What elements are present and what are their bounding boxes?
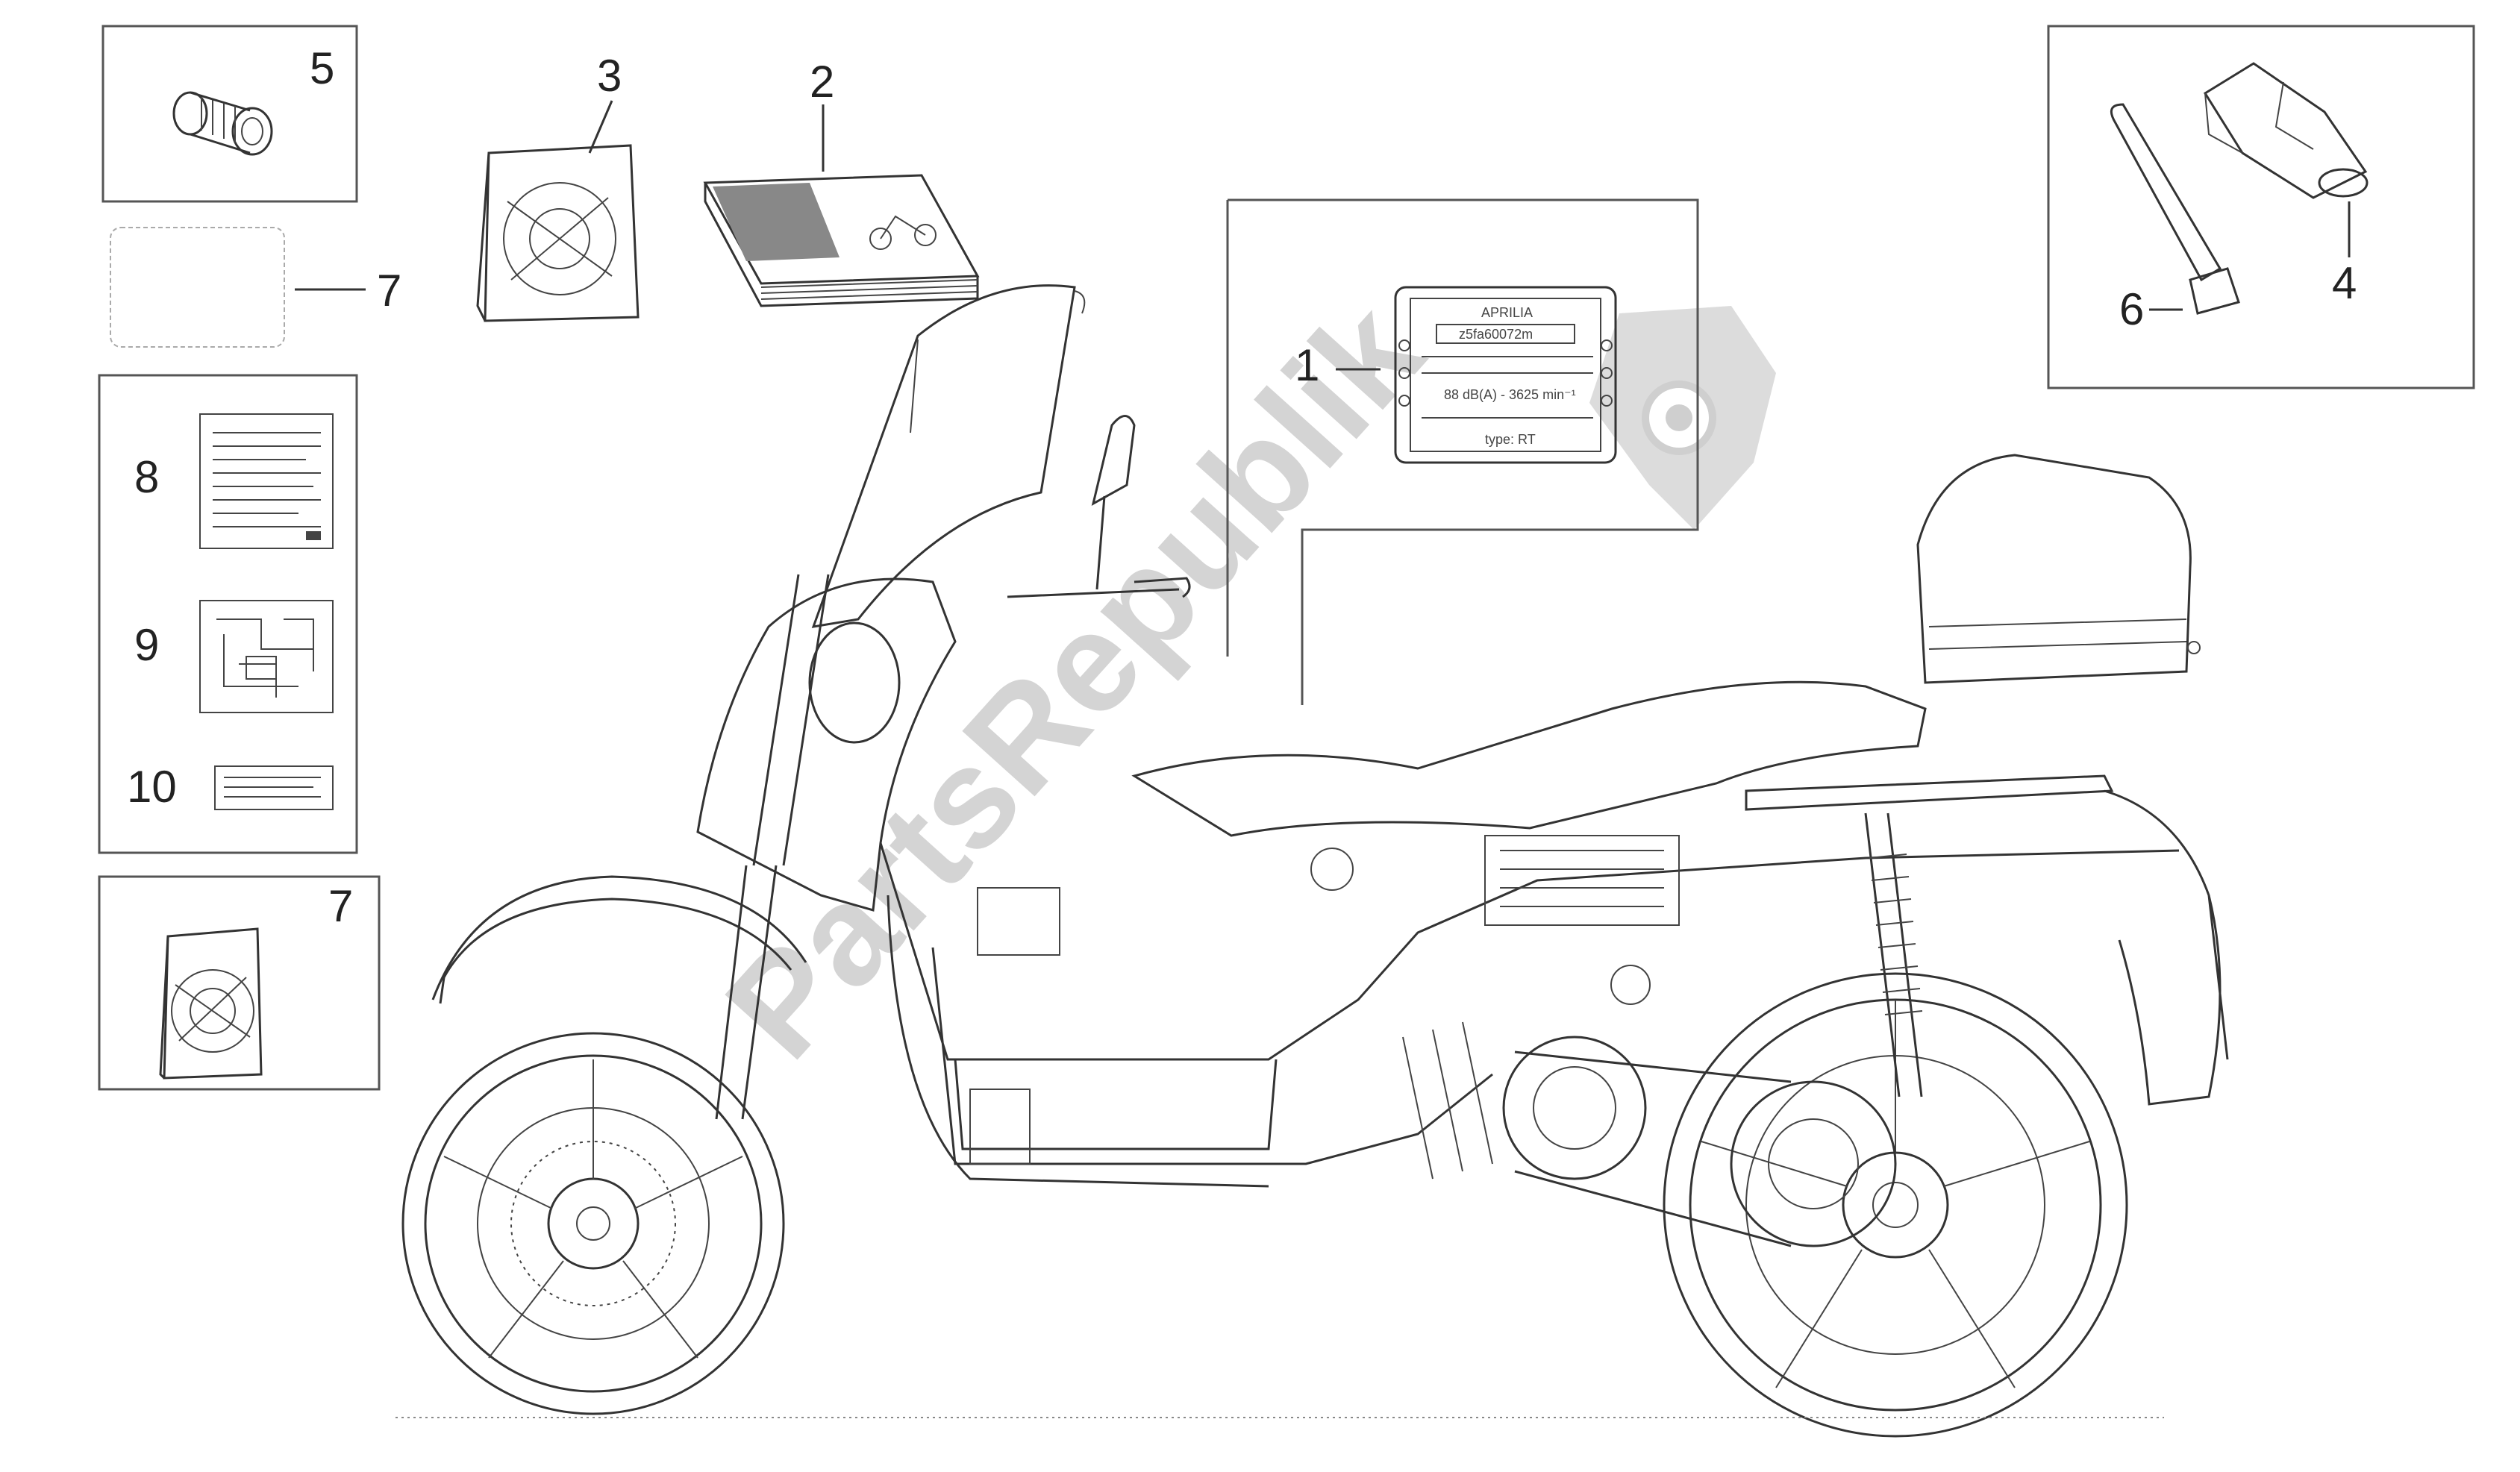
floorboard (954, 1059, 1278, 1150)
callout-7-bottom: 7 (328, 881, 353, 931)
callout-3: 3 (597, 51, 622, 101)
callout-1: 1 (1295, 340, 1319, 390)
callout-4: 4 (2332, 258, 2357, 308)
plate-noise: 88 dB(A) - 3625 min⁻¹ (1444, 387, 1576, 402)
brake-disc (510, 1141, 676, 1306)
booklet-icon (159, 927, 263, 1080)
callout-7-top: 7 (377, 266, 401, 316)
part-2: 2 (703, 57, 980, 307)
top-case-icon (1916, 454, 2201, 684)
rear-body (2104, 789, 2229, 1106)
scooter-drawing (395, 284, 2229, 1438)
schematic-label-icon (199, 600, 334, 713)
rear-wheel-icon (1663, 972, 2128, 1438)
part-7-booklet-box: 7 (98, 875, 381, 1091)
mirror (1091, 415, 1136, 590)
warning-label-icon (199, 413, 334, 549)
luggage-rack (1745, 774, 2114, 811)
part-5-box: 5 (101, 25, 358, 203)
callout-5: 5 (310, 43, 334, 93)
plate-code: z5fa60072m (1459, 327, 1533, 342)
windscreen (811, 284, 1076, 628)
part-7-label-box: 7 (110, 227, 401, 348)
small-label-icon (214, 765, 334, 810)
callout-9: 9 (134, 620, 159, 670)
watermark-gear-icon (1589, 306, 1776, 530)
battery (977, 887, 1060, 956)
headlight (808, 621, 901, 744)
booklet-icon-3 (476, 144, 640, 322)
frame (879, 842, 2180, 1188)
labels-8-9-10-box: 8 9 10 (98, 374, 358, 854)
seat (1131, 680, 1927, 837)
plate-brand: APRILIA (1481, 305, 1533, 320)
tool-pouch-icon (2203, 62, 2369, 199)
front-body (696, 577, 957, 912)
plug-icon (172, 91, 273, 156)
engine-icon (1310, 835, 1897, 1247)
part-3: 3 (476, 51, 640, 322)
callout-8: 8 (134, 452, 159, 502)
callout-6: 6 (2119, 284, 2144, 334)
manual-icon (703, 174, 980, 307)
identification-plate: APRILIA z5fa60072m 88 dB(A) - 3625 min⁻¹… (1394, 286, 1617, 464)
front-mudguard (431, 875, 807, 1000)
spanner-icon (2110, 103, 2240, 315)
plate-type: type: RT (1485, 432, 1536, 447)
front-fork (715, 574, 830, 1120)
handlebar (1007, 577, 1191, 598)
part-1-plate-box: 1 APRILIA z5fa60072m 88 dB(A) - 3625 min… (1226, 198, 1699, 705)
front-wheel-icon (401, 1032, 785, 1415)
rear-shock-icon (1864, 812, 1923, 1097)
callout-2: 2 (810, 57, 834, 107)
callout-10: 10 (127, 762, 177, 812)
watermark: PartsRepublik (696, 273, 1776, 1087)
part-4-6-box: 4 6 (2047, 25, 2475, 389)
